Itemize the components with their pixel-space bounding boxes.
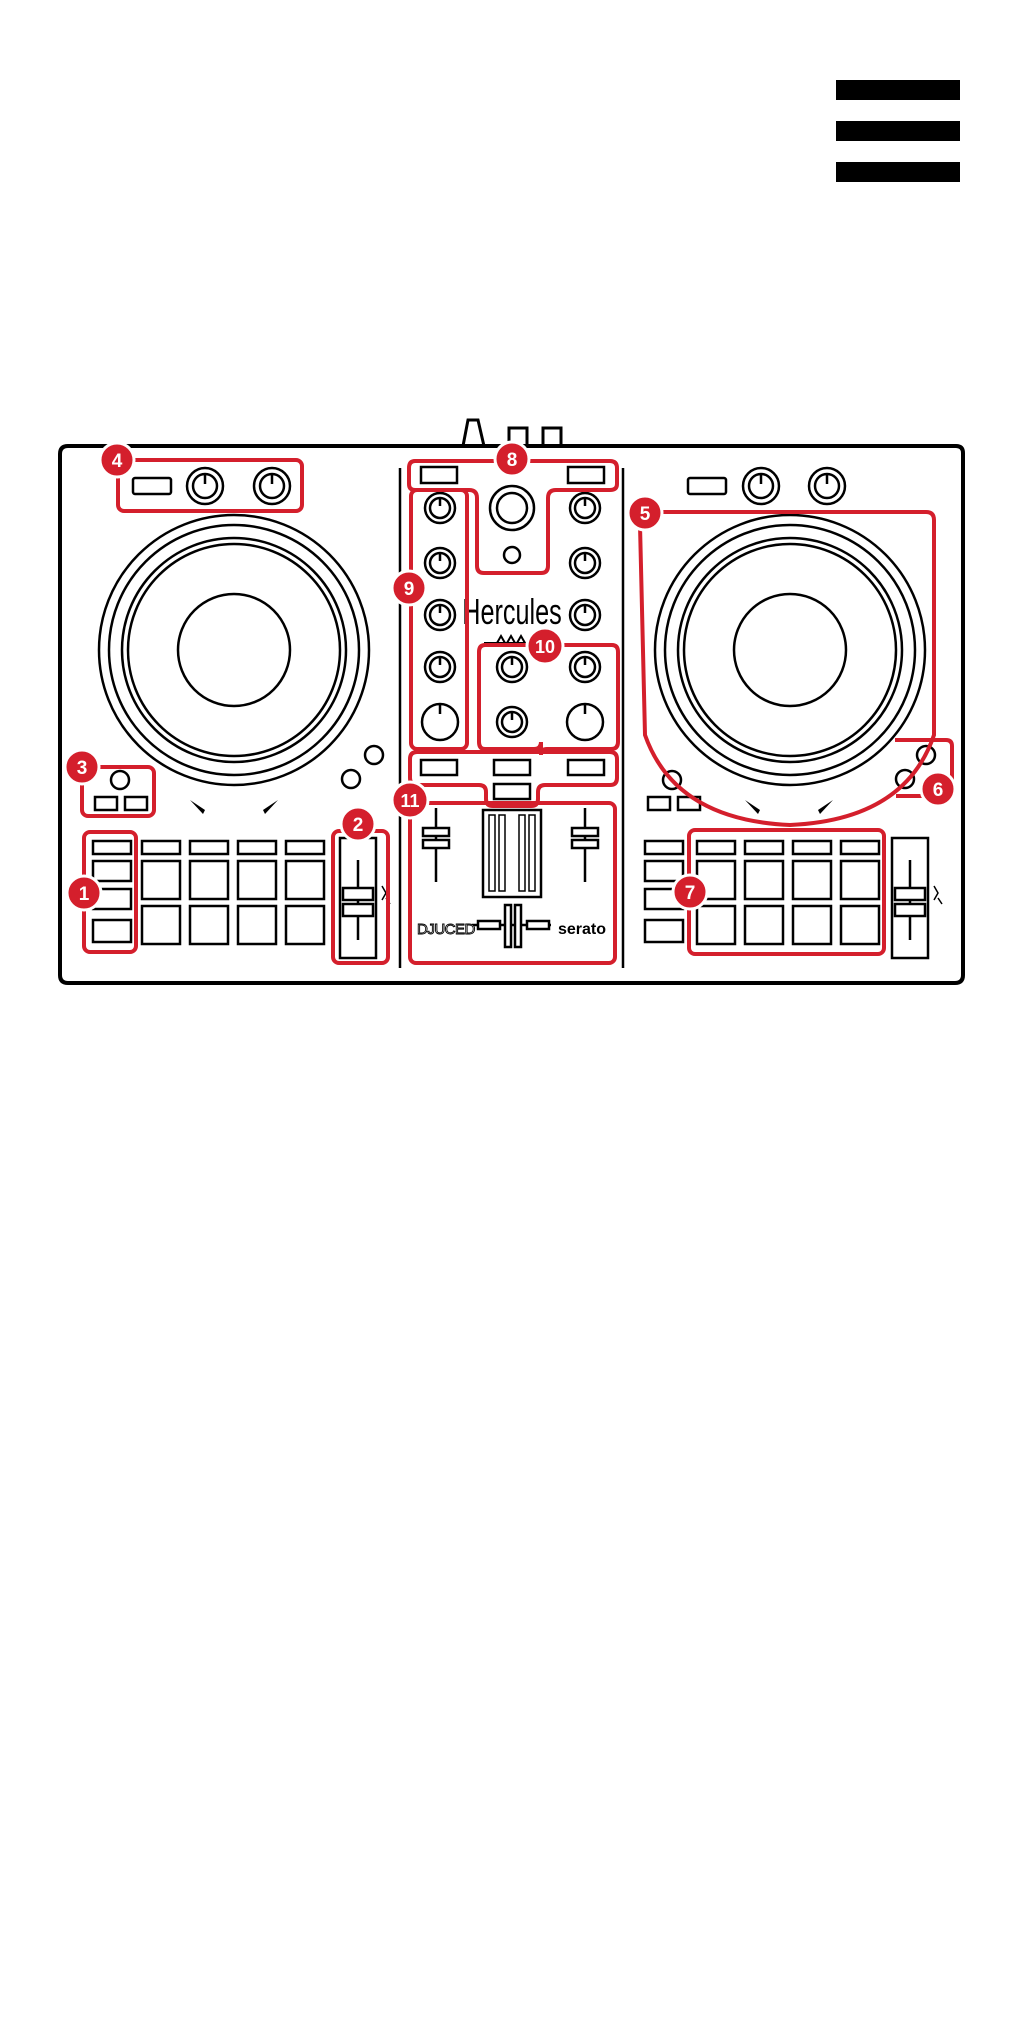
right-pad-3[interactable] (793, 861, 831, 899)
right-channel-knob-3[interactable] (570, 600, 600, 630)
left-mode-button-3[interactable] (238, 841, 276, 854)
right-pad-7[interactable] (793, 906, 831, 944)
svg-text:4: 4 (112, 451, 123, 472)
callout-7: 7 (673, 875, 707, 909)
right-mode-button-1[interactable] (697, 841, 735, 854)
callout-9: 9 (392, 571, 426, 605)
left-deck-load-button[interactable] (133, 478, 171, 494)
right-pad-4[interactable] (841, 861, 879, 899)
svg-text:1: 1 (79, 884, 90, 905)
left-channel-knob-1[interactable] (425, 493, 455, 523)
right-channel-knob-4[interactable] (570, 652, 600, 682)
right-mode-button-4[interactable] (841, 841, 879, 854)
right-cue-button[interactable] (568, 760, 604, 775)
left-pad-6[interactable] (190, 906, 228, 944)
right-transport-button-1[interactable] (645, 841, 683, 854)
callout-4: 4 (100, 443, 134, 477)
right-jog-wheel[interactable] (655, 515, 925, 785)
svg-text:10: 10 (535, 637, 555, 657)
left-transport-button-2[interactable] (93, 861, 131, 881)
left-mode-button-2[interactable] (190, 841, 228, 854)
right-channel-knob-2[interactable] (570, 548, 600, 578)
left-pad-3[interactable] (238, 861, 276, 899)
left-loop-button-b[interactable] (125, 797, 147, 810)
callout-11: 11 (392, 782, 428, 818)
svg-text:8: 8 (507, 450, 518, 471)
right-deck-knob-2[interactable] (809, 468, 845, 504)
left-pad-5[interactable] (142, 906, 180, 944)
right-filter-knob[interactable] (567, 704, 603, 740)
svg-text:9: 9 (404, 579, 415, 600)
serato-logo: serato (558, 921, 606, 938)
center-knob-1[interactable] (497, 652, 527, 682)
svg-text:2: 2 (353, 815, 364, 836)
left-pitch-fader[interactable] (340, 838, 376, 958)
left-pad-7[interactable] (238, 906, 276, 944)
left-cue-button[interactable] (421, 760, 457, 775)
center-button-top[interactable] (494, 760, 530, 775)
callout-6: 6 (921, 772, 955, 806)
left-loop-button-a[interactable] (95, 797, 117, 810)
callout-5: 5 (628, 496, 662, 530)
right-pad-8[interactable] (841, 906, 879, 944)
callout-2: 2 (341, 807, 375, 841)
right-deck-load-button[interactable] (688, 478, 726, 494)
mixer-top-button-right[interactable] (568, 467, 604, 483)
svg-text:11: 11 (400, 791, 419, 811)
center-knob-2[interactable] (497, 707, 527, 737)
left-deck-knob-2[interactable] (254, 468, 290, 504)
right-deck-knob-1[interactable] (743, 468, 779, 504)
left-mode-button-1[interactable] (142, 841, 180, 854)
right-transport-button-4[interactable] (645, 920, 683, 942)
left-jog-wheel[interactable] (99, 515, 369, 785)
left-pad-2[interactable] (190, 861, 228, 899)
right-channel-knob-1[interactable] (570, 493, 600, 523)
left-channel-knob-2[interactable] (425, 548, 455, 578)
right-pad-6[interactable] (745, 906, 783, 944)
left-pad-1[interactable] (142, 861, 180, 899)
brand-logo: Hercules (462, 591, 561, 632)
left-small-button-a[interactable] (365, 746, 383, 764)
djuced-logo: DJUCED (417, 921, 476, 938)
left-small-button-b[interactable] (342, 770, 360, 788)
center-button-bottom[interactable] (494, 784, 530, 799)
left-mode-button-4[interactable] (286, 841, 324, 854)
svg-text:3: 3 (77, 758, 88, 779)
svg-text:5: 5 (640, 504, 651, 525)
left-channel-knob-3[interactable] (425, 600, 455, 630)
right-pad-5[interactable] (697, 906, 735, 944)
left-pad-4[interactable] (286, 861, 324, 899)
right-mode-button-2[interactable] (745, 841, 783, 854)
left-shift-button[interactable] (111, 771, 129, 789)
right-transport-button-2[interactable] (645, 861, 683, 881)
master-volume-knob[interactable] (490, 486, 534, 530)
mixer-top-button-left[interactable] (421, 467, 457, 483)
callout-3: 3 (65, 750, 99, 784)
right-pitch-fader[interactable] (892, 838, 928, 958)
callout-8: 8 (495, 442, 529, 476)
left-transport-button-4[interactable] (93, 920, 131, 942)
callout-1: 1 (67, 876, 101, 910)
left-channel-knob-4[interactable] (425, 652, 455, 682)
svg-text:7: 7 (685, 883, 696, 904)
left-deck-knob-1[interactable] (187, 468, 223, 504)
callout-10: 10 (527, 628, 563, 664)
svg-text:6: 6 (933, 780, 944, 801)
left-transport-button-1[interactable] (93, 841, 131, 854)
right-loop-button-a[interactable] (648, 797, 670, 810)
right-pad-2[interactable] (745, 861, 783, 899)
right-mode-button-3[interactable] (793, 841, 831, 854)
vu-meter (483, 810, 541, 897)
left-pad-8[interactable] (286, 906, 324, 944)
headphone-led (504, 547, 520, 563)
left-filter-knob[interactable] (422, 704, 458, 740)
